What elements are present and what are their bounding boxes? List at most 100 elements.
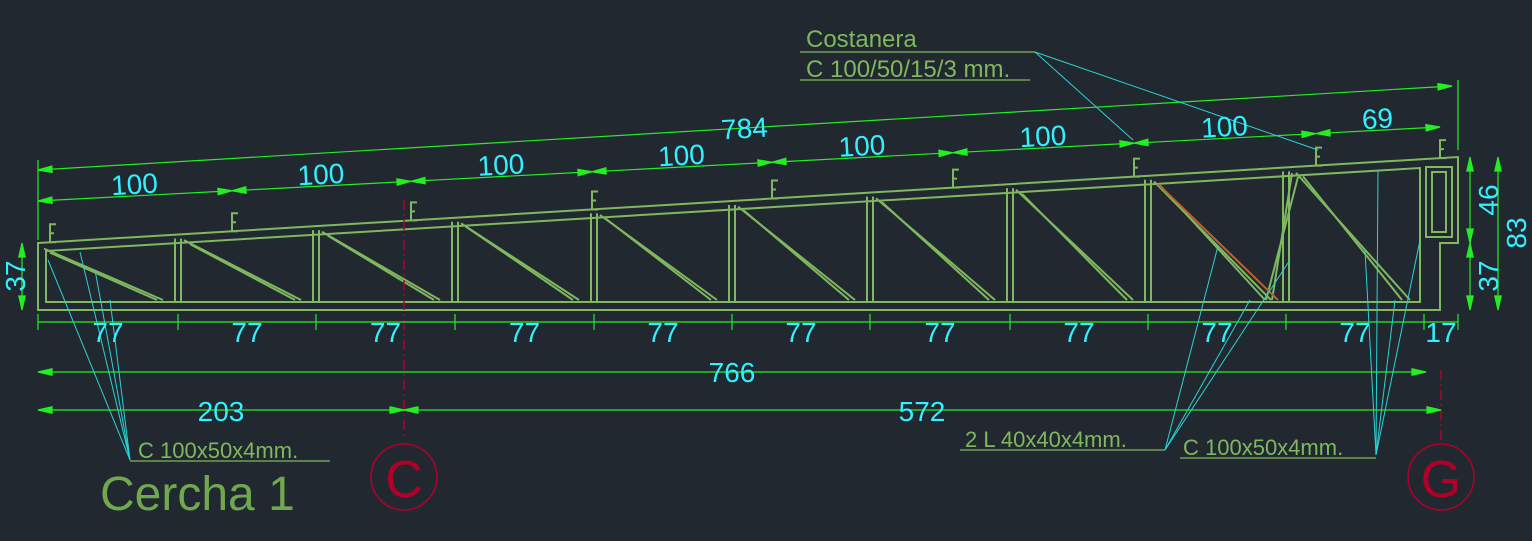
dim-top-overall-arrow-end	[1437, 82, 1453, 91]
left-chord-section-label: C 100x50x4mm.	[138, 438, 298, 463]
purlin-section	[591, 190, 598, 211]
purlin-section	[1133, 157, 1140, 178]
leader-line	[47, 259, 131, 461]
dim-top-spacing	[952, 142, 1135, 154]
dim-text-top-spacing: 100	[1200, 110, 1248, 144]
leader-line	[1164, 245, 1219, 451]
dim-top-overall-arrow-start	[37, 165, 53, 174]
diagonal-member	[466, 226, 574, 301]
dim-bottom-left-segment-arrow-start	[37, 406, 53, 414]
leader-line	[1375, 299, 1396, 456]
dim-top-spacing-arrow-start	[410, 176, 426, 185]
dim-text-bottom-panel: 77	[1201, 317, 1232, 348]
dim-top-spacing-arrow-end	[1301, 130, 1317, 139]
dim-text-bottom-right-segment: 572	[899, 396, 946, 427]
diagonal-member	[49, 251, 158, 301]
leader-line	[1164, 299, 1251, 451]
leader-line	[1034, 51, 1134, 141]
dimension-lines	[18, 80, 1502, 414]
diagonal-member	[1021, 193, 1128, 301]
dim-top-spacing	[771, 152, 954, 163]
leader-line	[1034, 51, 1319, 151]
purlin-section-label: C 100/50/15/3 mm.	[806, 56, 1010, 83]
dim-text-bottom-panel: 77	[924, 317, 955, 348]
purlin-section	[410, 201, 417, 222]
purlin-section	[1439, 139, 1446, 160]
leader-line	[1375, 239, 1421, 456]
diagonal-member	[743, 209, 850, 301]
dim-text-bottom-panel: 77	[370, 317, 401, 348]
leader-line	[79, 251, 131, 461]
dim-text-bottom-panel: 77	[1063, 317, 1094, 348]
axis-c-marker	[370, 443, 438, 511]
leader-line	[1164, 259, 1291, 451]
leader-line	[1364, 249, 1377, 456]
dim-text-top-spacing: 100	[297, 158, 345, 192]
truss-inner-outline	[45, 166, 1421, 303]
dim-text-bottom-panel: 77	[509, 317, 540, 348]
diagonal-member	[1265, 176, 1299, 301]
dim-right-total-arrow-start	[1494, 156, 1502, 172]
truss-end-box-inner	[1431, 171, 1447, 233]
dim-top-spacing-arrow-end	[217, 187, 233, 196]
purlins	[49, 139, 1446, 244]
dim-top-spacing-arrow-start	[37, 196, 53, 205]
truss-structure	[37, 155, 1459, 311]
truss-end-box	[1425, 166, 1453, 238]
dim-text-left-height: 37	[0, 260, 31, 291]
dim-text-right-bottom: 37	[1473, 260, 1504, 291]
dim-top-spacing-arrow-end	[396, 178, 412, 187]
dim-text-bottom-panel: 77	[92, 317, 123, 348]
dim-top-spacing	[591, 161, 773, 173]
dim-top-spacing-arrow-end	[577, 168, 593, 177]
highlighted-diagonal	[1157, 183, 1279, 301]
dim-text-bottom-panel: 77	[647, 317, 678, 348]
diagonal-member	[1302, 175, 1403, 301]
leader-line	[1375, 169, 1379, 456]
dim-right-bottom-arrow-start	[1466, 242, 1474, 258]
leader-line	[94, 269, 131, 461]
dim-top-spacing-arrow-start	[231, 186, 247, 194]
axis-g-label: G	[1421, 451, 1461, 509]
leader-lines	[47, 51, 1421, 461]
dim-text-top-spacing: 100	[110, 168, 158, 202]
dim-top-spacing-arrow-start	[771, 157, 787, 166]
dim-top-spacing-arrow-start	[952, 147, 968, 156]
diagonal-section-label: 2 L 40x40x4mm.	[965, 427, 1127, 452]
diagonal-member	[327, 234, 435, 301]
dim-top-spacing	[410, 171, 593, 182]
axis-g-marker	[1407, 443, 1475, 511]
diagonal-member	[1295, 172, 1411, 301]
diagonal-member	[43, 247, 164, 301]
drawing-title: Cercha 1	[100, 468, 295, 521]
dim-text-right-total: 83	[1501, 217, 1532, 248]
dim-left-height-arrow-start	[18, 242, 26, 258]
diagonal-member	[1159, 184, 1266, 301]
dim-text-top-spacing: 100	[1019, 120, 1067, 154]
purlin-name-label: Costanera	[806, 26, 917, 53]
dim-text-bottom-panel: 77	[231, 317, 262, 348]
purlin-section	[231, 212, 238, 233]
dim-bottom-left-segment-arrow-end	[389, 406, 405, 414]
dim-top-spacing	[231, 180, 412, 192]
dim-bottom-overall-arrow-start	[37, 368, 53, 376]
dim-top-overall	[37, 85, 1453, 171]
purlin-section	[771, 179, 778, 200]
dim-bottom-overall-arrow-end	[1411, 368, 1427, 376]
dim-text-bottom-panel: 17	[1425, 317, 1456, 348]
dim-right-top-arrow-start	[1466, 156, 1474, 172]
truss-web-members	[43, 171, 1411, 302]
dim-text-top-overall: 784	[720, 112, 768, 146]
dim-top-spacing-arrow-end	[938, 149, 954, 158]
dim-right-top-arrow-end	[1466, 228, 1474, 244]
purlin-section	[49, 223, 56, 244]
dim-top-spacing-arrow-start	[591, 167, 607, 175]
dim-right-total-arrow-end	[1494, 295, 1502, 311]
dim-top-spacing	[1133, 132, 1317, 144]
dim-text-bottom-overall: 766	[709, 357, 756, 388]
dim-right-bottom-arrow-end	[1466, 295, 1474, 311]
right-chord-section-label: C 100x50x4mm.	[1183, 435, 1343, 460]
dim-left-height-arrow-end	[18, 295, 26, 311]
